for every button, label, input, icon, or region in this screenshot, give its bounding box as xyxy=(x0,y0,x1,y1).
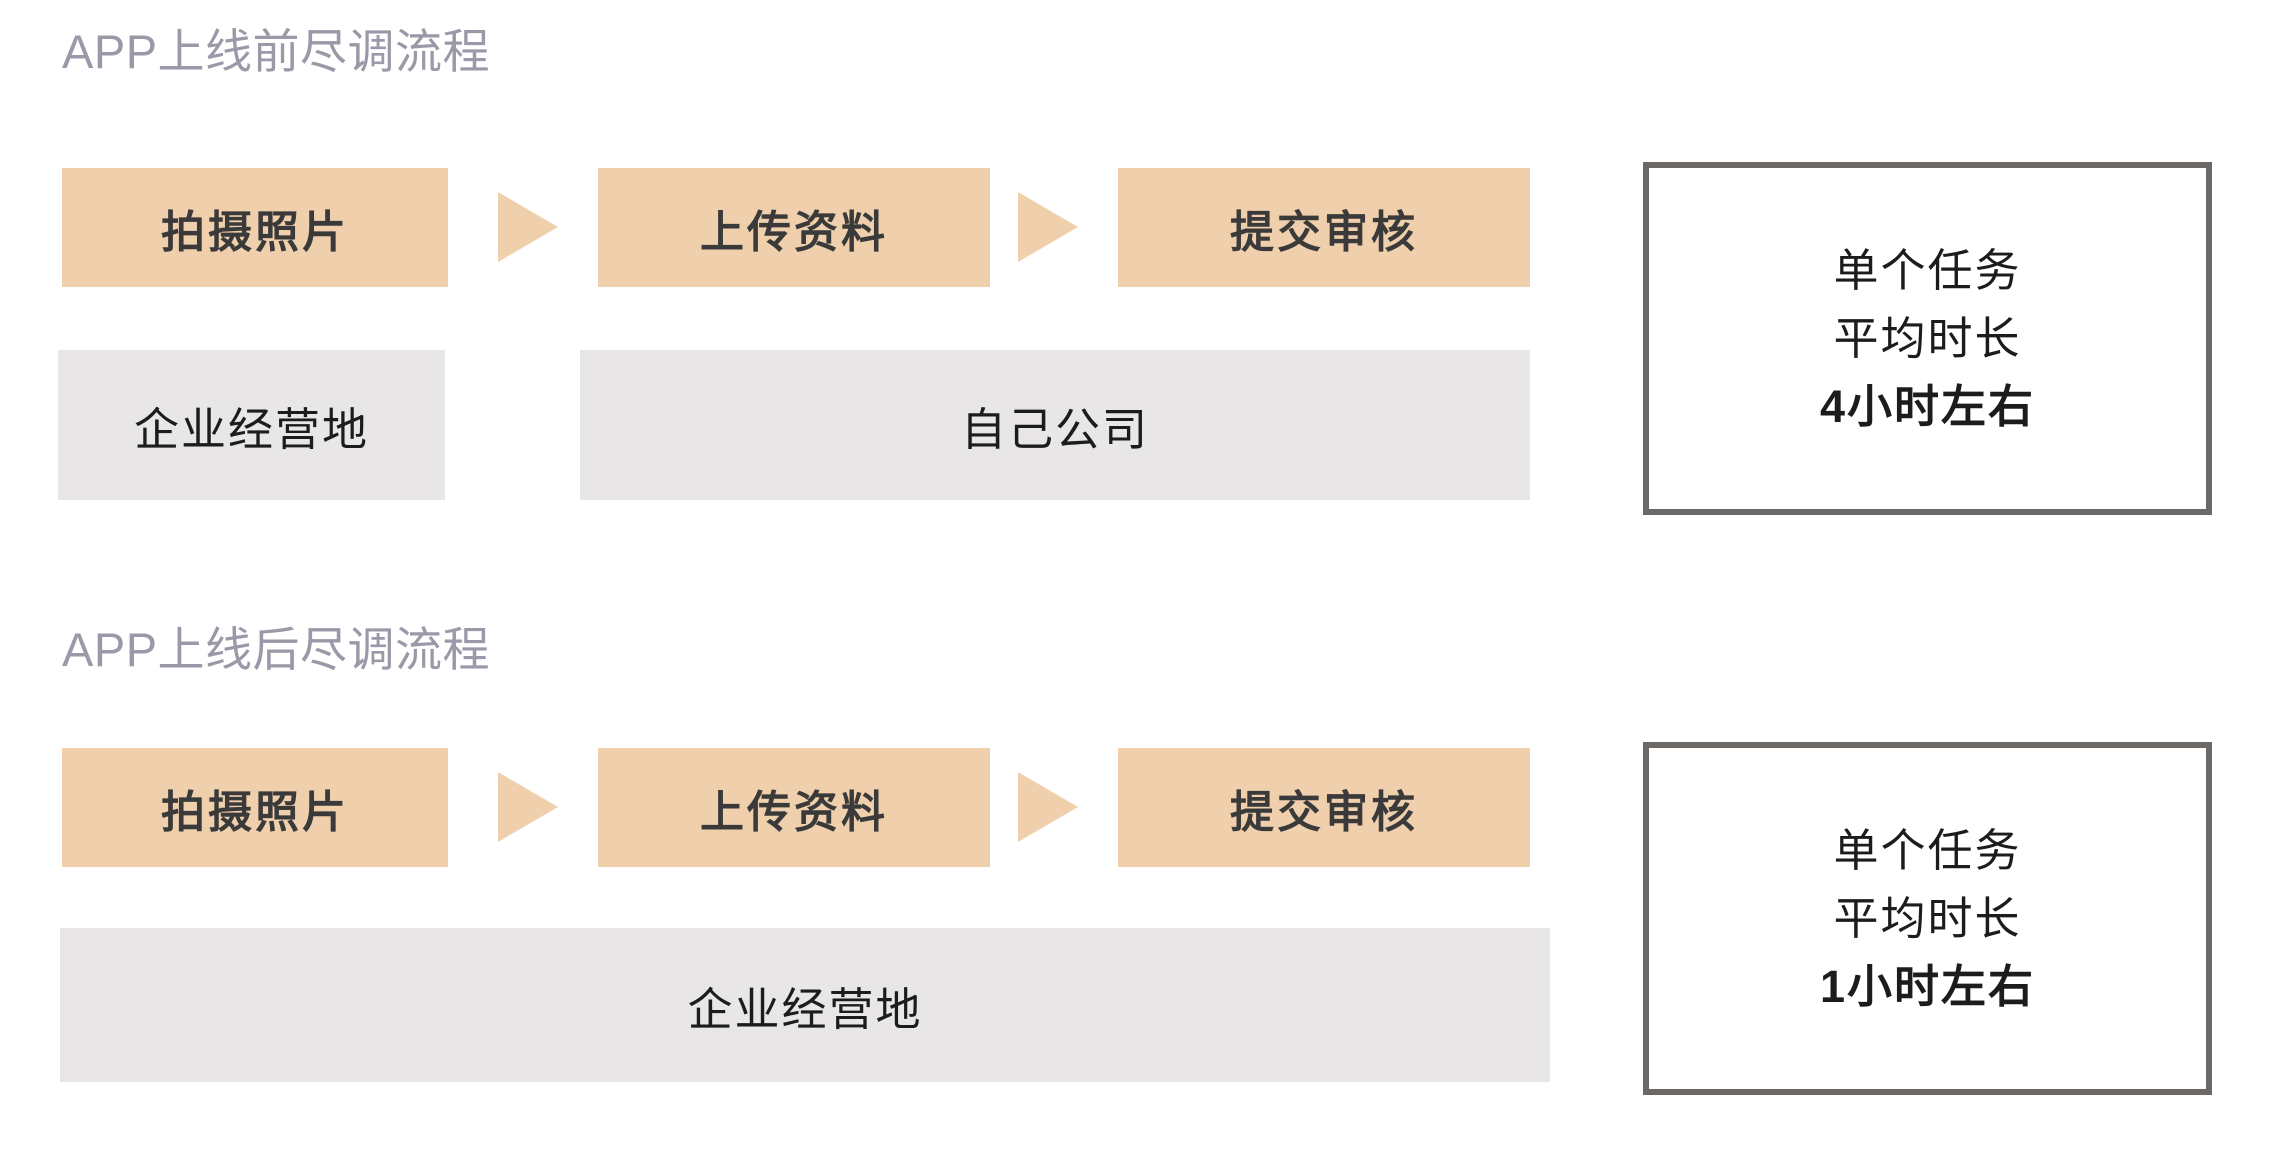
location-bar-enterprise-site-before: 企业经营地 xyxy=(58,350,445,500)
process-step-submit-review-before[interactable]: 提交审核 xyxy=(1118,168,1530,287)
play-triangle-icon xyxy=(1018,192,1078,262)
play-triangle-icon xyxy=(498,772,558,842)
play-triangle-icon xyxy=(1018,772,1078,842)
process-step-upload-docs-after[interactable]: 上传资料 xyxy=(598,748,990,867)
summary-box-before: 单个任务 平均时长 4小时左右 xyxy=(1643,162,2212,515)
summary-box-after: 单个任务 平均时长 1小时左右 xyxy=(1643,742,2212,1095)
process-step-submit-review-after[interactable]: 提交审核 xyxy=(1118,748,1530,867)
location-bar-enterprise-site-after: 企业经营地 xyxy=(60,928,1550,1082)
summary-line-avg-duration: 平均时长 xyxy=(1833,892,2022,944)
play-triangle-icon xyxy=(498,192,558,262)
summary-line-task: 单个任务 xyxy=(1833,824,2022,876)
summary-line-avg-duration: 平均时长 xyxy=(1833,312,2022,364)
summary-line-duration-value: 1小时左右 xyxy=(1819,960,2036,1012)
section-title-after: APP上线后尽调流程 xyxy=(62,623,491,676)
summary-line-duration-value: 4小时左右 xyxy=(1819,380,2036,432)
process-step-capture-photo-after[interactable]: 拍摄照片 xyxy=(62,748,448,867)
section-title-before: APP上线前尽调流程 xyxy=(62,25,491,78)
process-step-upload-docs-before[interactable]: 上传资料 xyxy=(598,168,990,287)
process-step-capture-photo-before[interactable]: 拍摄照片 xyxy=(62,168,448,287)
location-bar-own-company-before: 自己公司 xyxy=(580,350,1530,500)
summary-line-task: 单个任务 xyxy=(1833,244,2022,296)
